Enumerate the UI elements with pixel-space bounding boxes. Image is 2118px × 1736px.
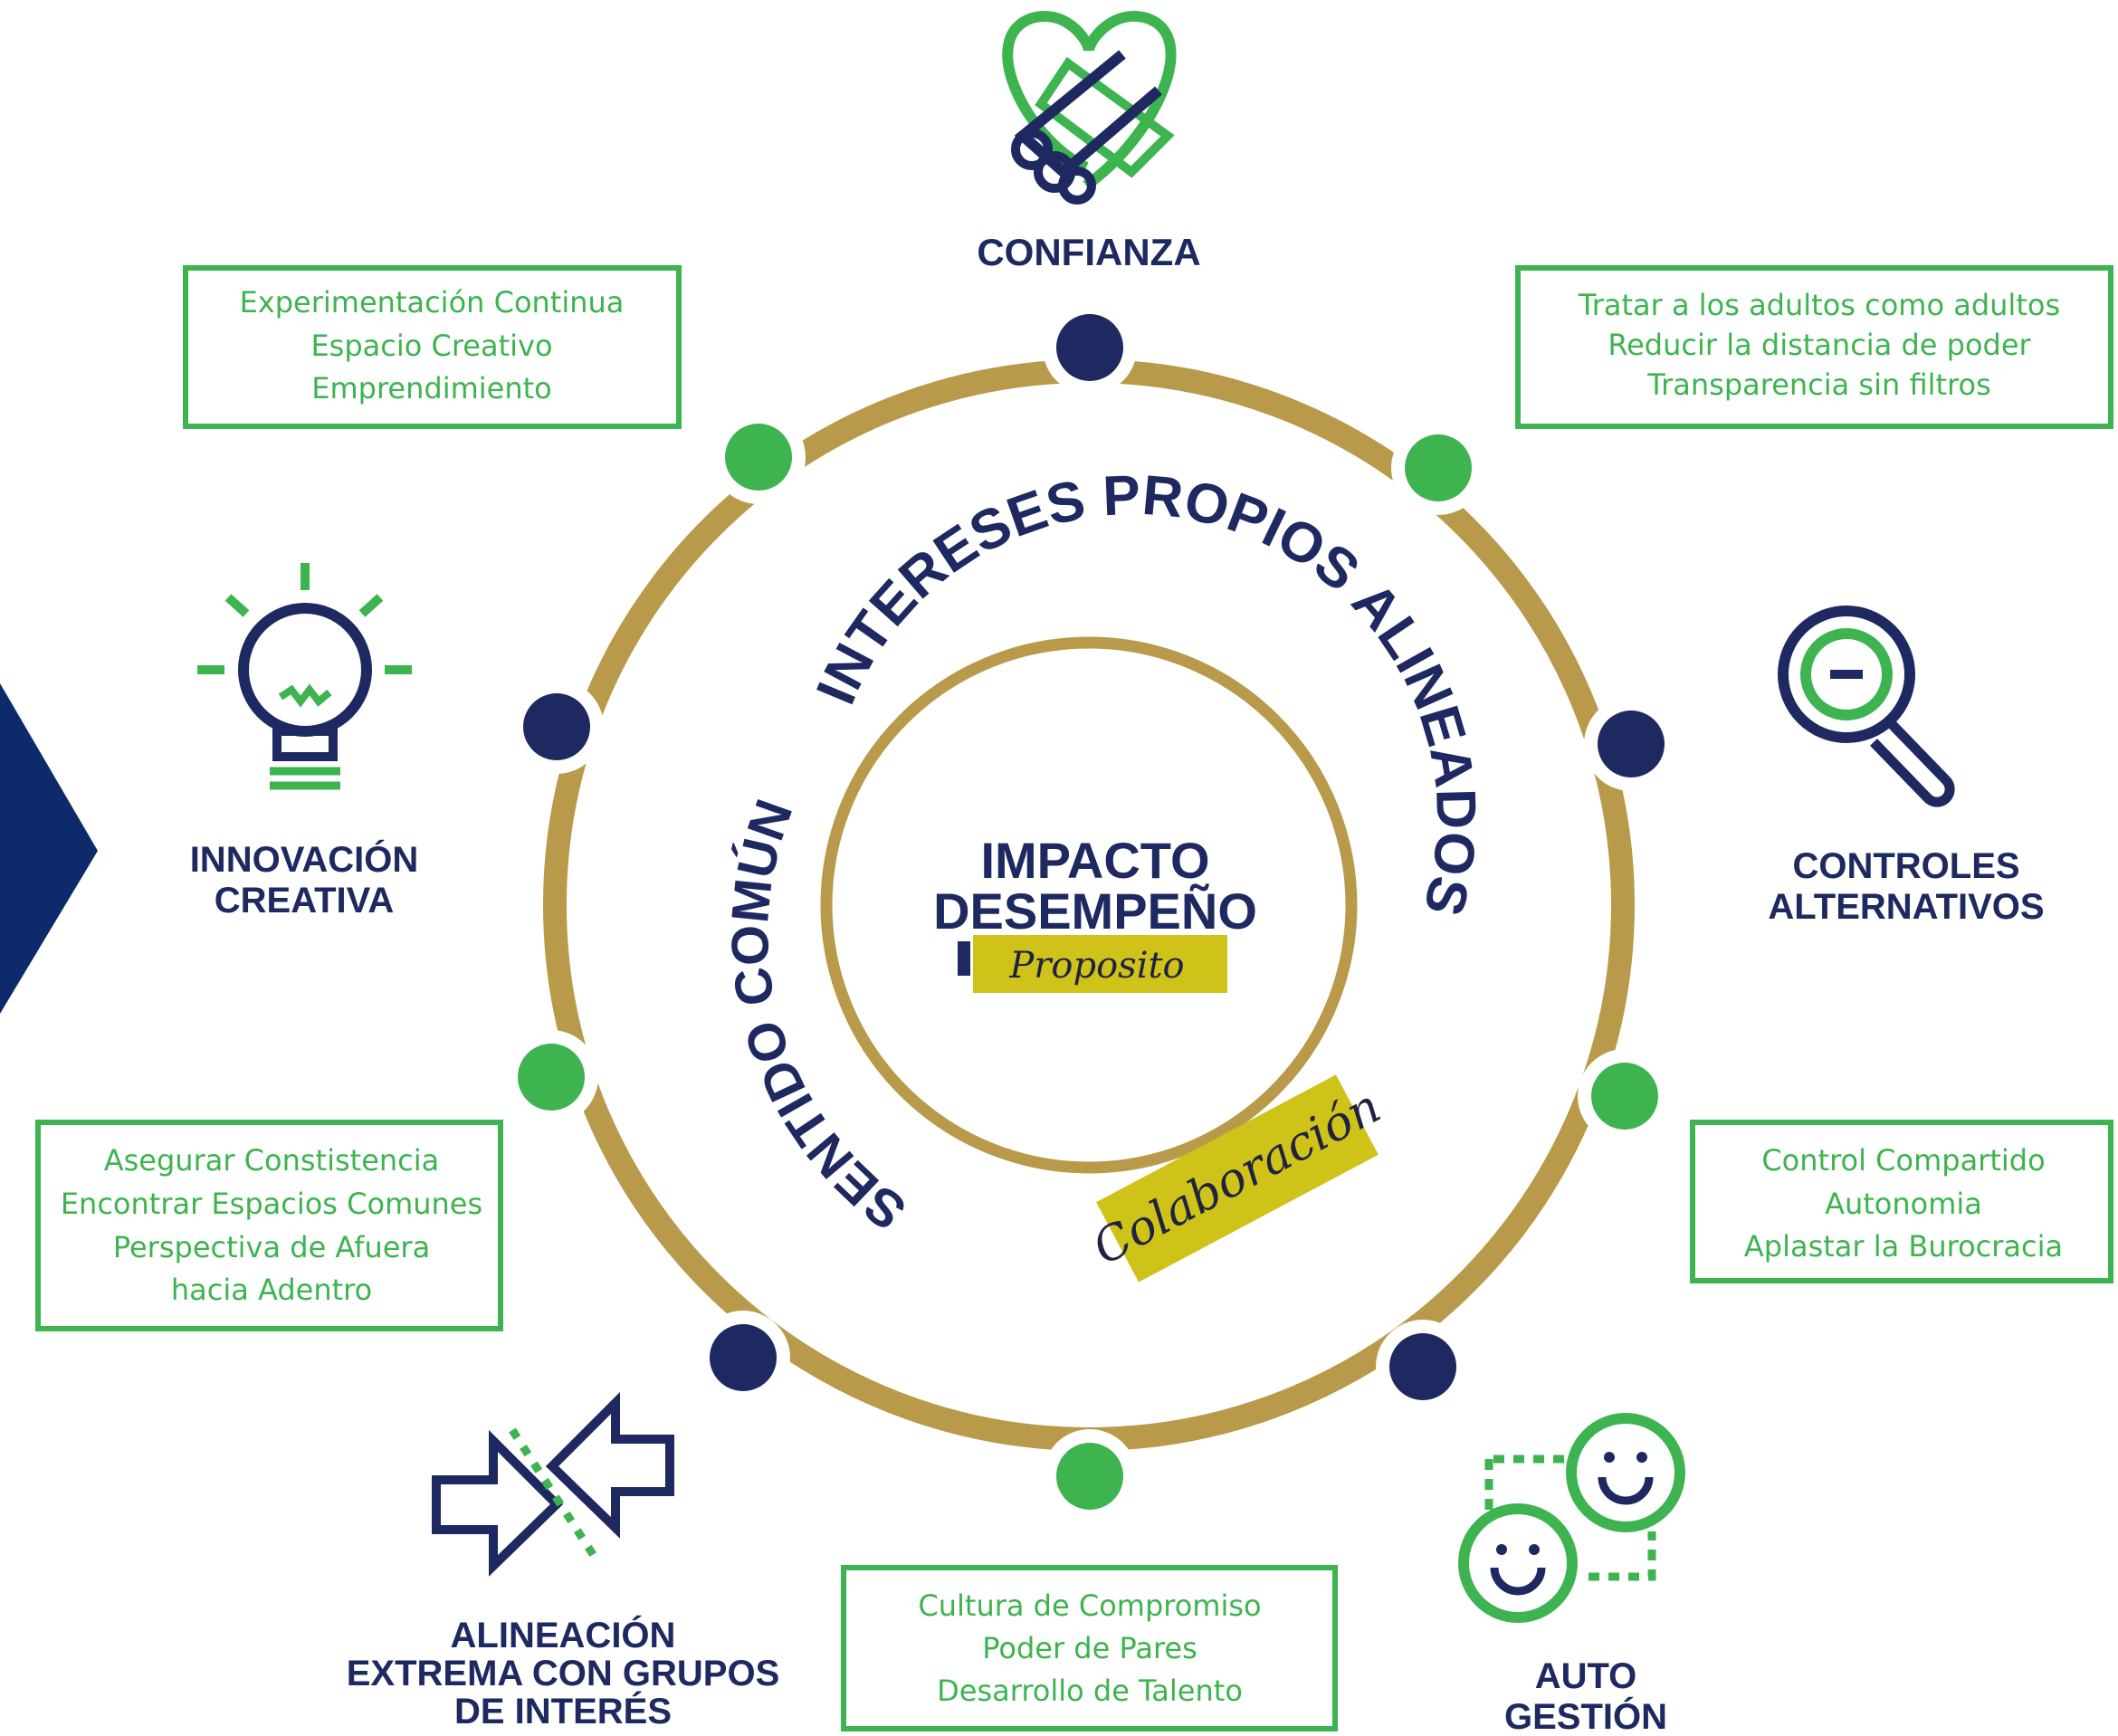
box-bottom-line: Desarrollo de Talento bbox=[937, 1674, 1243, 1708]
box-top-left-line: Emprendimiento bbox=[311, 371, 551, 405]
box-bottom-line: Poder de Pares bbox=[982, 1631, 1197, 1665]
colaboracion-tag-label: Colaboración bbox=[1084, 1080, 1389, 1276]
magnifier-icon bbox=[1778, 606, 1955, 807]
center-title-line1: IMPACTO bbox=[980, 832, 1209, 889]
box-top-left-line: Experimentación Continua bbox=[240, 285, 625, 320]
alineacion-label-line2: EXTREMA CON GRUPOS bbox=[347, 1654, 780, 1693]
box-bottom-line: Cultura de Compromiso bbox=[918, 1588, 1261, 1623]
box-bottom: Cultura de Compromiso Poder de Pares Des… bbox=[841, 1565, 1338, 1731]
controles-label-line1: CONTROLES bbox=[1792, 846, 2019, 886]
colaboracion-tag: Colaboración bbox=[1084, 1074, 1389, 1283]
box-mid-left-line: Asegurar Constistencia bbox=[104, 1143, 440, 1178]
confianza-label: CONFIANZA bbox=[977, 231, 1200, 273]
autogestion-label-line2: GESTIÓN bbox=[1504, 1695, 1667, 1736]
smiley-faces-icon bbox=[1458, 1413, 1685, 1623]
proposito-tag: Proposito bbox=[973, 935, 1227, 993]
box-mid-left-line: Perspectiva de Afuera bbox=[113, 1230, 430, 1264]
box-mid-right-line: Control Compartido bbox=[1761, 1143, 2045, 1178]
box-mid-right: Control Compartido Autonomia Aplastar la… bbox=[1690, 1120, 2113, 1283]
box-mid-right-line: Aplastar la Burocracia bbox=[1744, 1229, 2063, 1264]
center-title-line3-fragment bbox=[958, 941, 970, 976]
innovacion-label-line2: CREATIVA bbox=[215, 881, 395, 920]
box-mid-left: Asegurar Constistencia Encontrar Espacio… bbox=[35, 1120, 503, 1331]
ring-text-left: SENTIDO COMÚN bbox=[720, 792, 917, 1241]
center-title-line2: DESEMPEÑO bbox=[933, 882, 1257, 940]
heart-handshake-icon bbox=[1002, 11, 1177, 205]
box-top-left: Experimentación Continua Espacio Creativ… bbox=[183, 265, 682, 429]
lightbulb-icon bbox=[197, 563, 412, 790]
alineacion-label-line1: ALINEACIÓN bbox=[451, 1614, 676, 1655]
proposito-tag-label: Proposito bbox=[1008, 945, 1184, 987]
box-top-right-line: Transparencia sin filtros bbox=[1646, 367, 1990, 402]
box-top-left-line: Espacio Creativo bbox=[310, 329, 552, 363]
innovacion-label-line1: INNOVACIÓN bbox=[190, 838, 419, 880]
box-top-right-line: Reducir la distancia de poder bbox=[1608, 328, 2031, 362]
box-mid-right-line: Autonomia bbox=[1825, 1187, 1982, 1221]
left-arrow-shape bbox=[0, 683, 98, 1014]
box-top-right: Tratar a los adultos como adultos Reduci… bbox=[1515, 265, 2113, 429]
box-mid-left-line: Encontrar Espacios Comunes bbox=[61, 1187, 482, 1221]
ring-dots bbox=[504, 300, 1678, 1523]
alineacion-label-line3: DE INTERÉS bbox=[454, 1691, 672, 1731]
converging-arrows-icon bbox=[432, 1391, 674, 1577]
controles-label-line2: ALTERNATIVOS bbox=[1768, 887, 2044, 927]
box-mid-left-line: hacia Adentro bbox=[171, 1273, 372, 1307]
box-top-right-line: Tratar a los adultos como adultos bbox=[1578, 288, 2060, 322]
autogestion-label-line1: AUTO bbox=[1535, 1656, 1637, 1696]
inner-ring bbox=[820, 636, 1358, 1174]
